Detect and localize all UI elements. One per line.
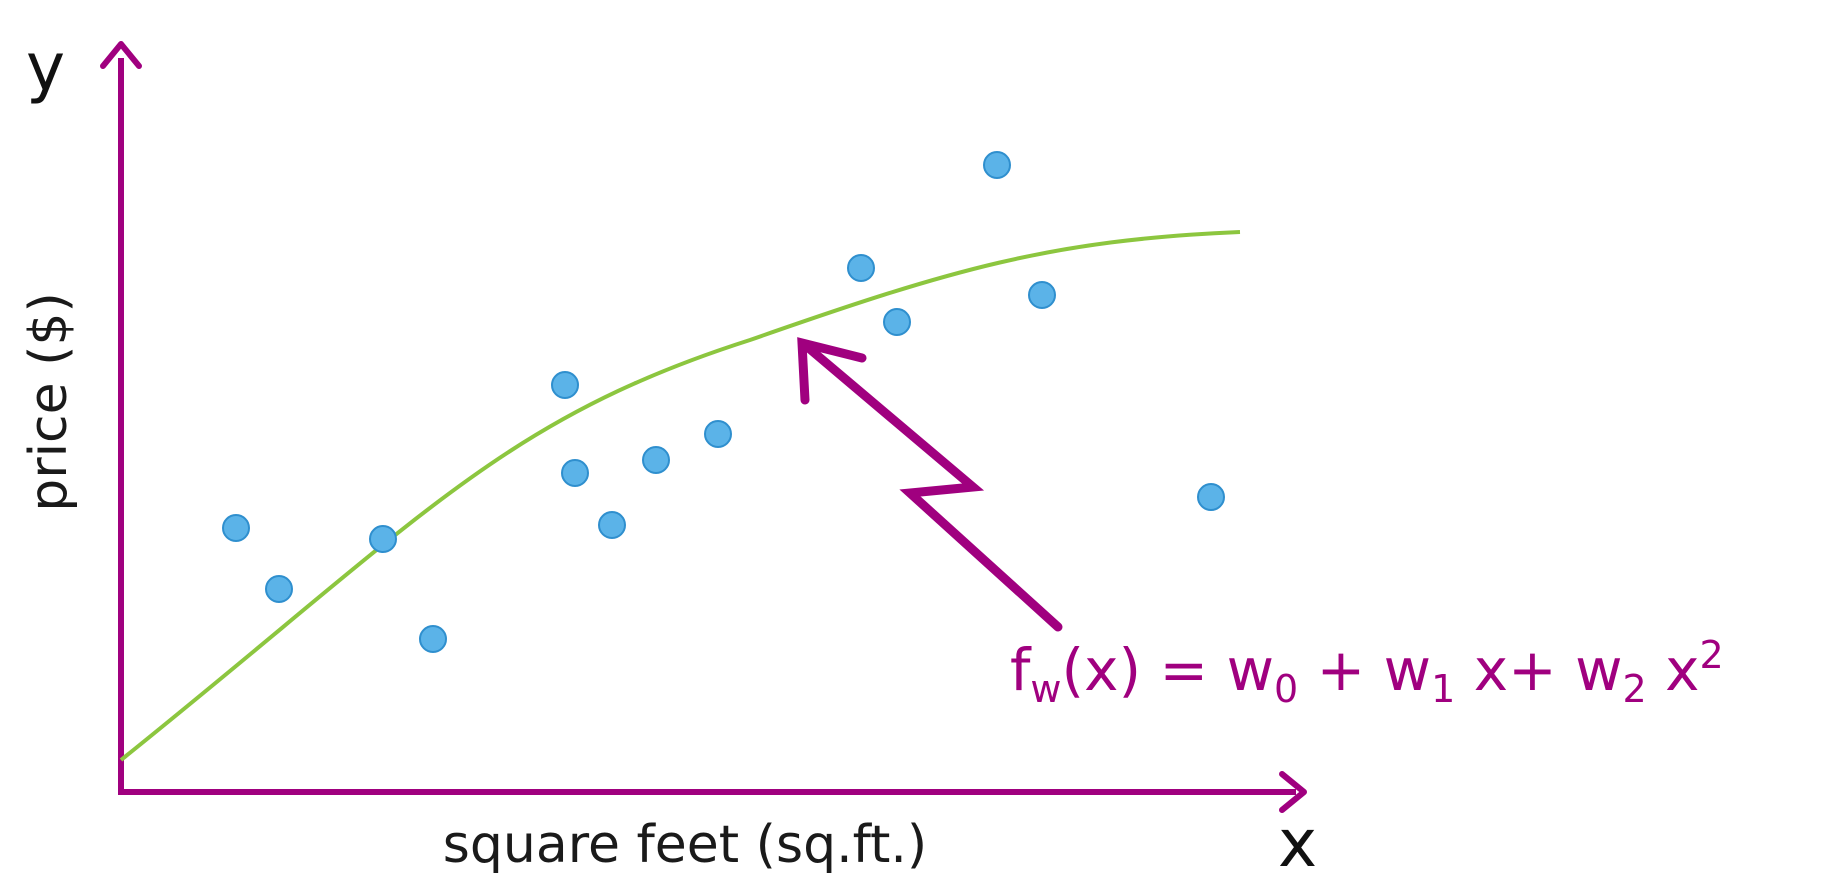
data-point [704, 420, 732, 448]
data-point [883, 308, 911, 336]
data-point [598, 511, 626, 539]
formula-arg: (x) = w [1062, 636, 1275, 704]
x-axis-label: square feet (sq.ft.) [443, 815, 927, 875]
data-point [1028, 281, 1056, 309]
x-axis-arrowhead [1279, 771, 1307, 813]
lightning-arrow-head [797, 337, 867, 405]
y-axis-arrowhead [100, 41, 142, 69]
formula-w1-sub: 1 [1431, 667, 1455, 711]
data-point [419, 625, 447, 653]
y-axis-label: price ($) [19, 292, 79, 512]
formula-w0-sub: 0 [1274, 667, 1298, 711]
model-formula: fw(x) = w0 + w1 x+ w2 x2 [1010, 633, 1724, 711]
x-letter: x [1278, 805, 1317, 882]
y-axis [100, 41, 142, 792]
formula-plus1: + w [1298, 636, 1431, 704]
formula-x2: x [1647, 636, 1700, 704]
formula-w2-sub: 2 [1623, 667, 1647, 711]
data-point [265, 575, 293, 603]
y-letter: y [26, 29, 65, 106]
formula-f-sub: w [1030, 667, 1061, 711]
data-point [369, 525, 397, 553]
data-points [222, 151, 1225, 653]
lightning-arrow-icon [797, 337, 1063, 632]
data-point [642, 446, 670, 474]
lightning-arrow-shaft [800, 340, 1063, 632]
data-point [847, 254, 875, 282]
data-point [561, 459, 589, 487]
data-point [983, 151, 1011, 179]
data-point [1197, 483, 1225, 511]
data-point [222, 514, 250, 542]
x-axis [118, 771, 1307, 813]
data-point [551, 371, 579, 399]
formula-x2-sup: 2 [1700, 633, 1724, 677]
formula-f: f [1010, 636, 1032, 704]
formula-x1: x+ w [1455, 636, 1622, 704]
fitted-curve [119, 230, 1241, 762]
